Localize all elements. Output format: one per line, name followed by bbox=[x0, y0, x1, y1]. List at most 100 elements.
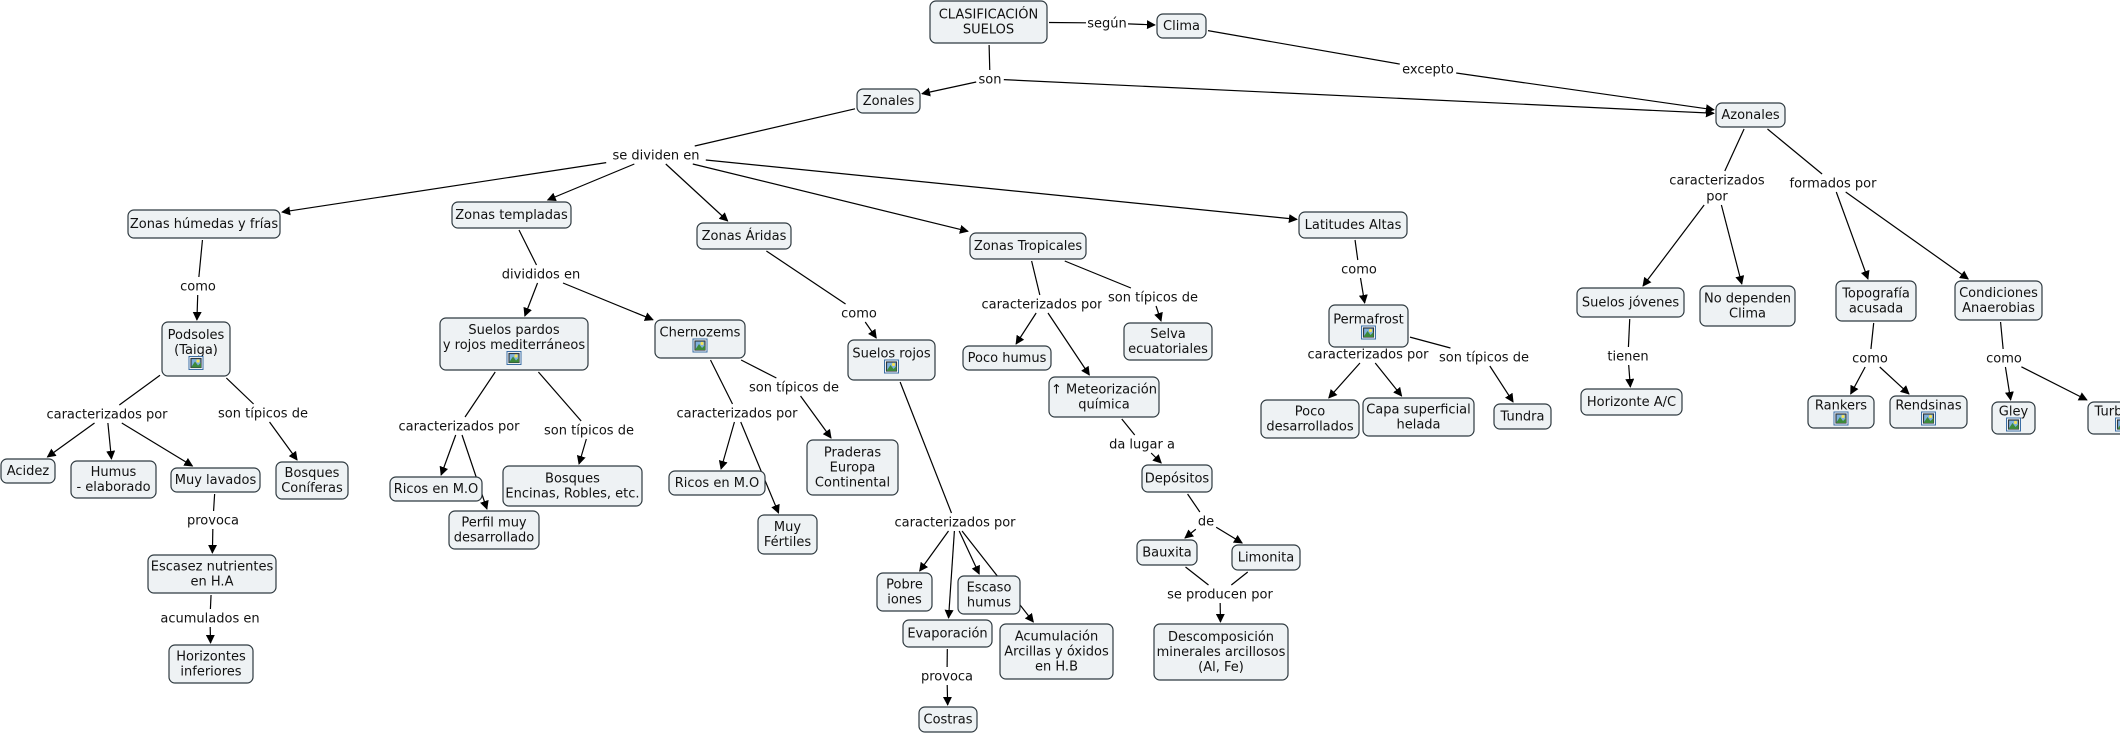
concept-node-zonales[interactable]: Zonales bbox=[856, 88, 921, 114]
link-label-sedividen: se dividen en bbox=[608, 147, 704, 164]
concept-node-tundra[interactable]: Tundra bbox=[1493, 403, 1552, 430]
image-icon[interactable] bbox=[506, 351, 522, 365]
image-icon[interactable] bbox=[692, 338, 708, 353]
concept-node-rankers[interactable]: Rankers bbox=[1807, 395, 1875, 429]
link-label-sontip5: son típicos de bbox=[1432, 349, 1536, 366]
connector-carpor6-to-pocodes bbox=[1328, 362, 1361, 399]
connector-carpor4-to-escaso bbox=[958, 530, 980, 575]
image-icon[interactable] bbox=[2006, 417, 2021, 432]
link-label-como1: como bbox=[180, 278, 216, 295]
concept-node-pod[interactable]: Podsoles(Taiga) bbox=[161, 321, 231, 377]
image-icon[interactable] bbox=[2115, 417, 2120, 432]
image-icon[interactable] bbox=[1921, 411, 1936, 426]
concept-node-depos[interactable]: Depósitos bbox=[1141, 464, 1213, 493]
connector-sontip1-to-bosqcon bbox=[269, 421, 298, 461]
concept-node-rends[interactable]: Rendsinas bbox=[1889, 395, 1968, 429]
svg-text:son típicos de: son típicos de bbox=[544, 424, 634, 439]
concept-node-ztr[interactable]: Zonas Tropicales bbox=[969, 232, 1087, 260]
image-icon[interactable] bbox=[188, 356, 204, 370]
connector-como5-to-turb bbox=[2021, 366, 2088, 401]
concept-node-srojos[interactable]: Suelos rojos bbox=[847, 339, 936, 381]
connector-srojos-to-carpor4 bbox=[899, 381, 953, 514]
connector-carpor3-to-muyfert bbox=[740, 421, 780, 514]
concept-node-ricos1[interactable]: Ricos en M.O bbox=[389, 476, 483, 502]
concept-node-costras[interactable]: Costras bbox=[918, 706, 978, 733]
link-label-carpor5: caracterizados por bbox=[976, 296, 1108, 313]
concept-node-la[interactable]: Latitudes Altas bbox=[1298, 211, 1408, 239]
svg-text:caracterizados por: caracterizados por bbox=[46, 408, 168, 423]
connector-carpor7-to-nodep bbox=[1720, 204, 1745, 285]
connector-carpor4-to-pobre bbox=[919, 530, 949, 572]
concept-node-sjov[interactable]: Suelos jóvenes bbox=[1576, 287, 1685, 318]
concept-node-clima[interactable]: Clima bbox=[1156, 13, 1207, 39]
image-icon[interactable] bbox=[884, 359, 899, 374]
concept-node-muylav[interactable]: Muy lavados bbox=[170, 467, 261, 493]
svg-text:Zonas templadas: Zonas templadas bbox=[455, 208, 568, 223]
connector-sontip2-to-bosqenc bbox=[576, 438, 587, 465]
svg-text:provoca: provoca bbox=[921, 670, 973, 685]
link-label-carpor1: caracterizados por bbox=[41, 406, 173, 423]
svg-text:Azonales: Azonales bbox=[1721, 108, 1779, 123]
concept-node-limon[interactable]: Limonita bbox=[1231, 544, 1301, 571]
svg-text:como: como bbox=[841, 307, 877, 322]
connector-depos-to-de bbox=[1187, 493, 1201, 513]
concept-node-cherno[interactable]: Chernozems bbox=[654, 319, 746, 359]
svg-text:Suelos rojos: Suelos rojos bbox=[852, 347, 931, 362]
concept-node-gley[interactable]: Gley bbox=[1991, 401, 2036, 435]
link-label-como4: como bbox=[1852, 350, 1888, 367]
concept-node-turb[interactable]: Turberas bbox=[2087, 401, 2120, 435]
svg-text:se dividen en: se dividen en bbox=[613, 149, 700, 164]
svg-text:Suelos jóvenes: Suelos jóvenes bbox=[1582, 296, 1679, 311]
image-icon[interactable] bbox=[1361, 325, 1376, 340]
svg-text:caracterizados por: caracterizados por bbox=[894, 516, 1016, 531]
concept-node-ricos2[interactable]: Ricos en M.O bbox=[668, 470, 766, 496]
concept-node-perma[interactable]: Permafrost bbox=[1328, 304, 1409, 348]
link-label-sontip1: son típicos de bbox=[211, 405, 315, 422]
concept-node-evap[interactable]: Evaporación bbox=[902, 619, 993, 648]
concept-node-humus[interactable]: Humus- elaborado bbox=[70, 460, 157, 499]
concept-node-pocohum[interactable]: Poco humus bbox=[962, 345, 1052, 371]
connector-meteo-to-dalugar bbox=[1121, 418, 1136, 436]
connector-carpor1-to-acidez bbox=[46, 422, 95, 458]
link-label-acumen: acumulados en bbox=[160, 610, 260, 627]
concept-node-horac[interactable]: Horizonte A/C bbox=[1580, 388, 1683, 416]
concept-node-za[interactable]: Zonas Áridas bbox=[696, 222, 792, 250]
svg-text:Humus- elaborado: Humus- elaborado bbox=[76, 465, 150, 495]
concept-node-zhf[interactable]: Zonas húmedas y frías bbox=[127, 209, 281, 239]
connector-carpor1-to-muylav bbox=[121, 422, 194, 467]
connector-sontip4-to-selva bbox=[1154, 305, 1163, 322]
image-icon[interactable] bbox=[1833, 411, 1849, 426]
connector-pod-to-carpor1 bbox=[118, 374, 161, 406]
concept-node-zt[interactable]: Zonas templadas bbox=[451, 201, 572, 229]
concept-node-acidez[interactable]: Acidez bbox=[0, 458, 56, 484]
concept-node-azonales[interactable]: Azonales bbox=[1715, 102, 1786, 128]
connector-son-to-zonales bbox=[921, 81, 977, 97]
concept-node-baux[interactable]: Bauxita bbox=[1136, 539, 1198, 566]
link-label-carpor2: caracterizados por bbox=[393, 418, 525, 435]
connector-za-to-como2 bbox=[766, 250, 846, 305]
